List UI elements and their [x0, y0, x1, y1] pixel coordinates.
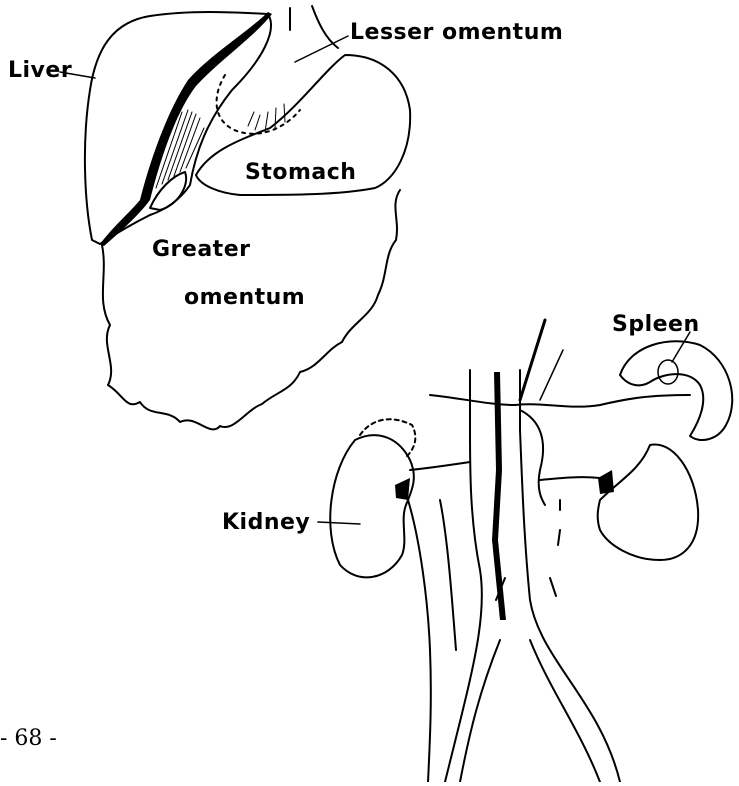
aorta	[445, 370, 620, 782]
label-greater: Greater	[152, 237, 250, 262]
kidney-leader	[318, 522, 360, 524]
kidney-left-outline	[330, 435, 414, 577]
label-omentum: omentum	[184, 285, 305, 310]
esophagus	[290, 6, 338, 48]
celiac-trunk	[520, 410, 545, 505]
label-spleen: Spleen	[612, 312, 700, 337]
label-liver: Liver	[8, 58, 72, 83]
renal-vessel-right	[540, 477, 600, 480]
kidney-right-hilum	[598, 470, 614, 494]
vena-cava	[408, 500, 456, 782]
cut-vessel-stump-2	[540, 350, 563, 400]
label-lesser-omentum: Lesser omentum	[350, 20, 563, 45]
kidney-right-outline	[598, 444, 698, 560]
page-number: - 68 -	[0, 726, 57, 751]
iliac-bifurcation	[460, 640, 600, 782]
lesser-omentum-outline	[217, 75, 300, 134]
cut-vessel-stump	[520, 320, 545, 400]
label-kidney: Kidney	[222, 510, 310, 535]
kidney-left-hilum	[395, 478, 410, 500]
label-stomach: Stomach	[245, 160, 356, 185]
lesser-omentum-rays	[248, 104, 285, 132]
liver-outline	[85, 12, 271, 244]
renal-vessel-left	[410, 462, 470, 470]
spleen-hilum	[658, 360, 678, 384]
